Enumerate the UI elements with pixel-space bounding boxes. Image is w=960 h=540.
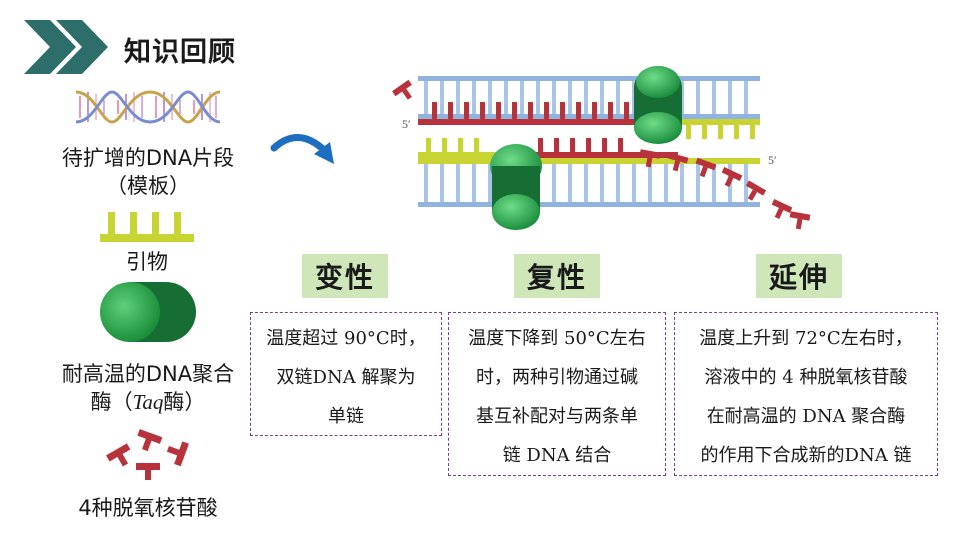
taq-label: 耐高温的DNA聚合 xyxy=(61,362,235,386)
primer-icon xyxy=(100,212,194,242)
five-prime-label-left: 5′ xyxy=(402,117,411,131)
desc-line: 温度下降到 50°C左右 xyxy=(468,328,646,349)
desc-line: 单链 xyxy=(328,406,364,427)
template-label: 待扩增的DNA片段 xyxy=(61,146,235,170)
desc-line: 温度上升到 72°C左右时， xyxy=(699,328,913,349)
taq-polymerase-top xyxy=(634,66,682,144)
pcr-diagram: 5′ 5′ xyxy=(392,66,811,230)
desc-line: 的作用下合成新的DNA 链 xyxy=(700,445,912,466)
annealing-description: 温度下降到 50°C左右 时，两种引物通过碱 基互补配对与两条单 链 DNA 结… xyxy=(448,312,666,476)
nucleotide-label: 4种脱氧核苷酸 xyxy=(78,496,218,520)
denaturation-description: 温度超过 90°C时， 双链DNA 解聚为 单链 xyxy=(250,312,442,436)
nucleotides-icon xyxy=(106,429,189,480)
primer-label: 引物 xyxy=(126,250,168,274)
desc-line: 时，两种引物通过碱 xyxy=(476,367,638,388)
desc-line: 在耐高温的 DNA 聚合酶 xyxy=(706,406,906,427)
five-prime-label-right: 5′ xyxy=(768,153,777,167)
chevron-arrows-icon xyxy=(24,20,108,74)
stage-extension: 延伸 xyxy=(756,254,842,298)
page-title: 知识回顾 xyxy=(124,37,236,68)
template-label-sub: （模板） xyxy=(106,174,190,198)
taq-polymerase-icon xyxy=(100,282,196,342)
taq-label-sub: 酶（Taq酶） xyxy=(90,390,206,414)
desc-line: 溶液中的 4 种脱氧核苷酸 xyxy=(704,367,908,388)
dna-helix-icon xyxy=(75,90,221,124)
taq-polymerase-bottom xyxy=(490,144,542,230)
desc-line: 温度超过 90°C时， xyxy=(266,328,426,349)
desc-line: 双链DNA 解聚为 xyxy=(276,367,416,388)
desc-line: 基互补配对与两条单 xyxy=(476,406,638,427)
curved-arrow-icon xyxy=(270,134,334,164)
desc-line: 链 DNA 结合 xyxy=(502,445,612,466)
stage-annealing: 复性 xyxy=(514,254,600,298)
stage-denaturation: 变性 xyxy=(302,254,388,298)
extension-description: 温度上升到 72°C左右时， 溶液中的 4 种脱氧核苷酸 在耐高温的 DNA 聚… xyxy=(674,312,938,476)
